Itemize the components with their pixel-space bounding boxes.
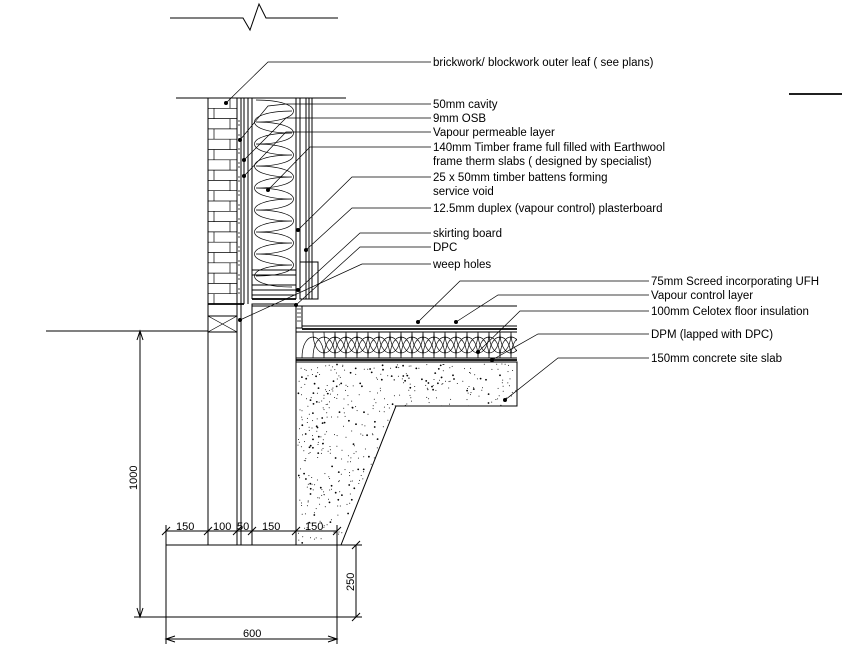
- annotation-leaders: [224, 61, 649, 402]
- label-site-slab: 150mm concrete site slab: [651, 353, 782, 365]
- label-battens-line2: service void: [433, 186, 494, 198]
- label-plasterboard: 12.5mm duplex (vapour control) plasterbo…: [433, 203, 662, 215]
- label-vapour-control: Vapour control layer: [651, 290, 753, 302]
- earthwool-insulation: [254, 99, 294, 288]
- dim-1000: 1000: [128, 466, 140, 490]
- dim-600: 600: [243, 628, 261, 640]
- label-osb: 9mm OSB: [433, 113, 486, 125]
- label-outer-leaf: brickwork/ blockwork outer leaf ( see pl…: [433, 57, 654, 69]
- label-dpm: DPM (lapped with DPC): [651, 329, 773, 341]
- label-skirting: skirting board: [433, 228, 502, 240]
- celotex-floor-insulation: [296, 331, 517, 359]
- substructure-walls: [207, 303, 297, 545]
- label-cavity: 50mm cavity: [433, 99, 498, 111]
- timber-frame-wall: [243, 98, 297, 304]
- label-screed: 75mm Screed incorporating UFH: [651, 276, 819, 288]
- dim-150-slab: 150: [305, 521, 323, 533]
- dim-250: 250: [345, 573, 357, 591]
- dimension-foundation-depth: [337, 540, 362, 622]
- concrete-site-slab: [296, 361, 518, 546]
- label-weep-holes: weep holes: [432, 259, 491, 271]
- dim-150-inner: 150: [262, 521, 280, 533]
- brick-outer-leaf: [207, 97, 242, 305]
- dpc-line: [208, 298, 296, 305]
- label-vapour-permeable: Vapour permeable layer: [433, 127, 555, 139]
- label-floor-insulation: 100mm Celotex floor insulation: [651, 306, 809, 318]
- break-line-symbol: [170, 2, 338, 32]
- label-timber-frame-line2: frame therm slabs ( designed by speciali…: [433, 156, 652, 168]
- dimension-foundation-width: [164, 617, 339, 644]
- strip-foundation: [165, 544, 338, 618]
- dim-50: 50: [237, 521, 249, 533]
- screed-layer: [296, 305, 517, 330]
- label-dpc: DPC: [433, 242, 457, 254]
- dim-150-outer: 150: [176, 521, 194, 533]
- dimension-height: [134, 329, 166, 619]
- service-void-and-plasterboard: [299, 98, 319, 300]
- dimension-chain-horizontal: [161, 525, 342, 545]
- dim-100: 100: [213, 521, 231, 533]
- label-timber-frame-line1: 140mm Timber frame full filled with Eart…: [433, 142, 665, 154]
- label-battens-line1: 25 x 50mm timber battens forming: [433, 172, 608, 184]
- skirting-board: [295, 305, 303, 329]
